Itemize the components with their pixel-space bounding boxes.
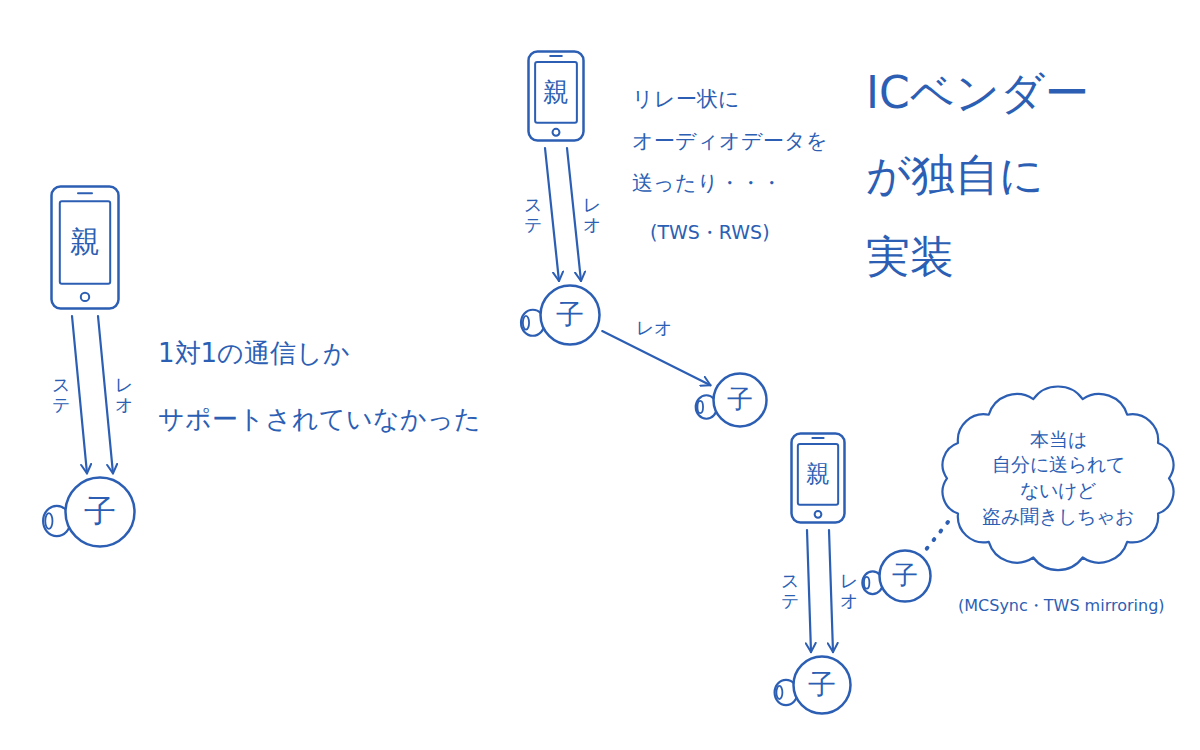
earbud-body: [541, 286, 600, 345]
node-text-block: 子: [84, 490, 116, 533]
phone-speaker: [550, 55, 562, 57]
node-label: 子: [892, 558, 918, 593]
node-text-block: 親: [70, 222, 100, 263]
text-line: 自分に送られて: [982, 452, 1134, 478]
edge-label: レオ: [113, 375, 135, 415]
note-text: (TWS・RWS): [650, 220, 770, 244]
node-text-block: 子: [892, 558, 918, 593]
text-line: リレー状に: [632, 78, 828, 120]
earbud-body: [880, 551, 931, 602]
signal-arrow: [72, 316, 87, 473]
node-text-block: 本当は 自分に送られて ないけど 盗み聞きしちゃお: [982, 427, 1134, 530]
phone-body: [792, 434, 845, 523]
node-label: 親: [543, 75, 569, 110]
phone-button: [553, 129, 560, 136]
text-line: 実装: [866, 216, 1089, 298]
node-label: 子: [727, 382, 753, 417]
earbud-body: [794, 657, 851, 714]
thought-dots: [927, 518, 951, 548]
phone-body: [529, 52, 584, 141]
text-line: が独自に: [866, 134, 1089, 216]
edge-label: レオ: [581, 195, 603, 235]
note-text: ICベンダー が独自に 実装: [866, 52, 1089, 298]
earbud-tip-hole: [45, 513, 52, 529]
note-text: (MCSync・TWS mirroring): [958, 596, 1165, 616]
text-line: ICベンダー: [866, 52, 1089, 134]
signal-arrow: [98, 316, 113, 473]
phone-screen: [535, 62, 577, 123]
node-outline: [937, 387, 1179, 570]
node-label: 子: [556, 296, 584, 334]
edge-label: レオ: [634, 316, 674, 340]
earbud-body: [714, 374, 767, 427]
node-text-block: 親: [543, 75, 569, 110]
node-text-block: 親: [806, 458, 830, 490]
cloud-outline: [943, 386, 1174, 570]
text-line: 本当は: [982, 427, 1134, 453]
signal-arrow: [829, 530, 833, 652]
node-text-block: 子: [556, 296, 584, 334]
node-text-block: 子: [808, 666, 836, 704]
earbud-tip-hole: [864, 577, 869, 589]
phone-button: [815, 511, 822, 518]
earbud-tip-hole: [523, 316, 529, 330]
edge-label: レオ: [838, 571, 860, 611]
note-text: 1対1の通信しか サポートされていなかった: [158, 320, 481, 452]
phone-screen: [798, 444, 838, 505]
earbud-node: 子: [539, 284, 601, 346]
earbud-body: [66, 478, 135, 547]
phone-speaker: [78, 192, 92, 194]
text-line: 1対1の通信しか: [158, 320, 481, 386]
signal-arrow: [807, 530, 811, 652]
phone-node: 親: [527, 50, 585, 142]
node-text-block: 子: [727, 382, 753, 417]
edge-label: ステ: [522, 195, 544, 235]
text-line: 送ったり・・・: [632, 162, 828, 204]
earbud-node: 子: [64, 476, 136, 548]
earbud-node: 子: [712, 372, 768, 428]
text-line: ないけど: [982, 478, 1134, 504]
phone-body: [52, 187, 119, 309]
earbud-node: 子: [792, 655, 852, 715]
text-line: オーディオデータを: [632, 120, 828, 162]
phone-screen: [60, 201, 110, 284]
thought-cloud: 本当は 自分に送られて ないけど 盗み聞きしちゃお: [937, 387, 1179, 570]
node-label: 子: [84, 490, 116, 533]
signal-arrow: [567, 148, 581, 281]
earbud-tip-hole: [697, 401, 703, 413]
text-line: 盗み聞きしちゃお: [982, 504, 1134, 530]
node-label: 子: [808, 666, 836, 704]
edge-label: ステ: [779, 571, 801, 611]
signal-arrow: [545, 148, 559, 281]
phone-node: 親: [790, 432, 846, 524]
thought-text: 本当は 自分に送られて ないけど 盗み聞きしちゃお: [982, 427, 1134, 530]
edge-label: ステ: [50, 375, 72, 415]
earbud-node: 子: [878, 549, 932, 603]
phone-button: [81, 293, 89, 301]
note-text: リレー状に オーディオデータを 送ったり・・・: [632, 78, 828, 204]
phone-speaker: [812, 437, 823, 439]
earbud-tip-hole: [776, 686, 782, 699]
phone-node: 親: [50, 185, 120, 310]
text-line: サポートされていなかった: [158, 386, 481, 452]
node-label: 親: [70, 222, 100, 263]
node-label: 親: [806, 458, 830, 490]
